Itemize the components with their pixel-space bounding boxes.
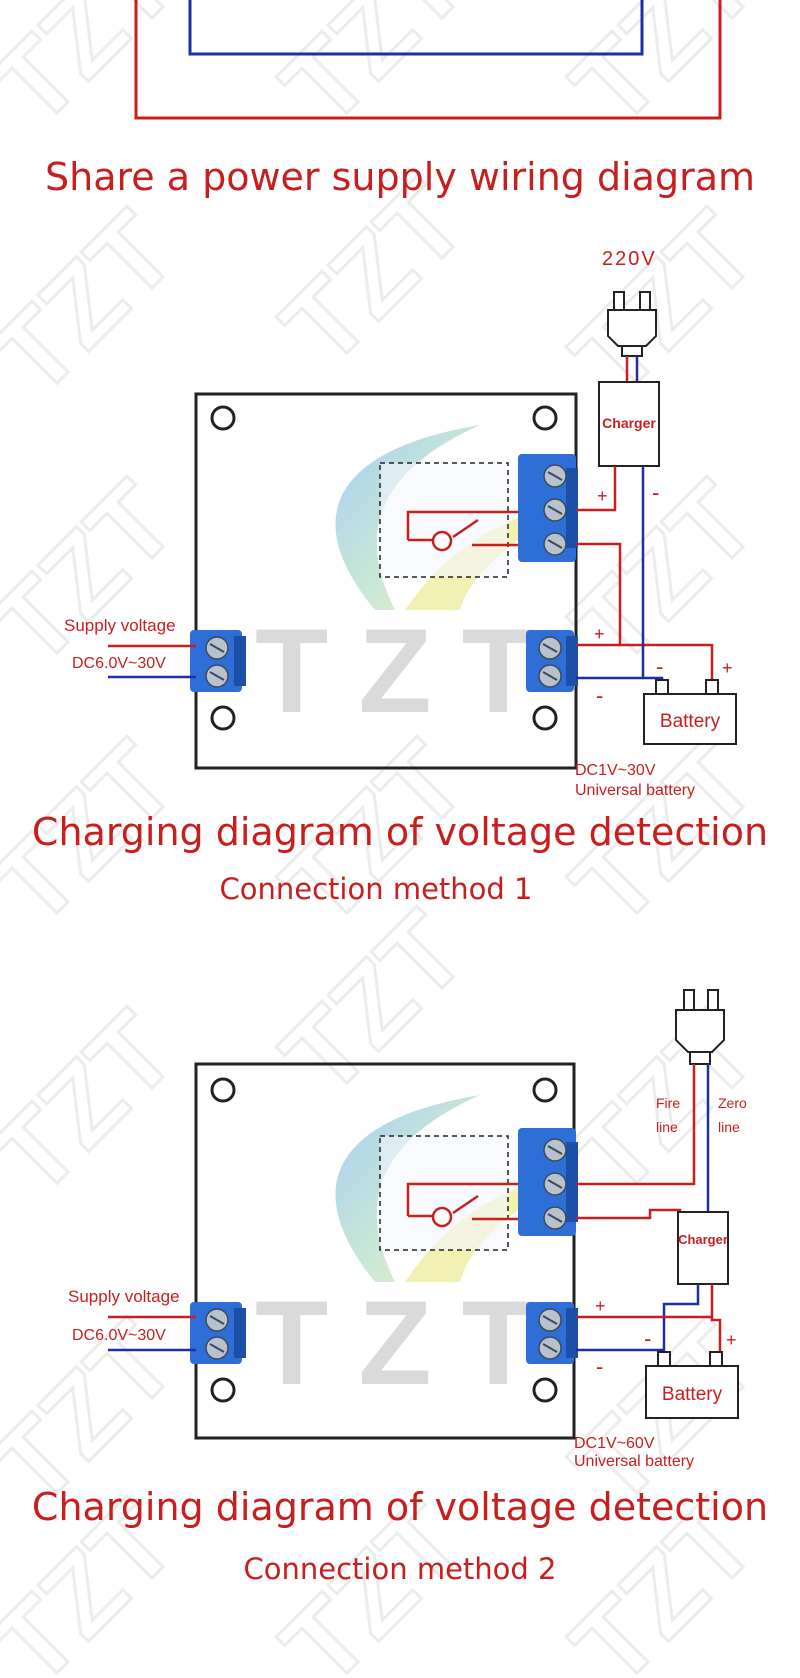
mount-hole (532, 1077, 558, 1103)
top-diagram-fragment (134, 0, 722, 120)
diagram-2-subtitle: Connection method 2 (243, 1552, 557, 1586)
charger-box (598, 381, 660, 467)
zero-line-label: Zero (718, 1095, 747, 1111)
mains-plug (675, 989, 725, 1065)
watermark-tzt-large: TZT (255, 1276, 565, 1410)
mount-hole (532, 405, 558, 431)
battery-label: Battery (662, 1384, 723, 1405)
charger-box (677, 1211, 729, 1285)
battery (645, 1351, 739, 1419)
diagram-1-subtitle: Connection method 1 (219, 872, 533, 906)
minus-sign: - (596, 683, 603, 708)
supply-voltage-label: Supply voltage (68, 1287, 180, 1306)
relay-board (194, 392, 578, 770)
fire-line-label: Fire (656, 1095, 680, 1111)
watermark-tzt: TZT (0, 989, 198, 1219)
detect-terminal (526, 1302, 578, 1364)
watermark-tzt: TZT (259, 889, 489, 1119)
mains-plug (607, 291, 657, 357)
mount-hole (532, 705, 558, 731)
minus-sign: - (652, 480, 659, 505)
relay-contact-box (379, 1135, 509, 1251)
supply-terminal (190, 1302, 246, 1364)
supply-terminal (190, 630, 246, 692)
diagram-1-title: Charging diagram of voltage detection (31, 810, 769, 854)
relay-terminal-3pin (518, 1128, 578, 1236)
minus-sign: - (656, 654, 663, 679)
plus-sign: + (594, 624, 605, 644)
mount-hole (532, 1377, 558, 1403)
mount-hole (210, 1077, 236, 1103)
mains-voltage-label: 220V (602, 248, 657, 270)
zero-line-label: line (718, 1119, 740, 1135)
battery-range-label: DC1V~60V (574, 1435, 655, 1452)
relay-contact-box (379, 462, 509, 578)
section-title-shared-supply: Share a power supply wiring diagram (45, 155, 755, 199)
plus-sign: + (726, 1330, 737, 1350)
detect-terminal (526, 630, 578, 692)
plus-sign: + (595, 1296, 606, 1316)
mount-hole (210, 705, 236, 731)
watermark-tzt: TZT (549, 0, 779, 148)
minus-sign: - (596, 1354, 603, 1379)
relay-board (194, 1062, 576, 1440)
charger-label: Charger (602, 415, 656, 431)
diagram-2: Fire line Zero line Charger Supply volta… (68, 989, 747, 1470)
charger-label: Charger (678, 1232, 728, 1247)
battery (643, 679, 737, 745)
watermark-tzt: TZT (549, 459, 779, 689)
battery-label: Battery (660, 711, 721, 732)
watermark-tzt: TZT (0, 0, 198, 148)
plus-sign: + (722, 658, 733, 678)
supply-range-label: DC6.0V~30V (72, 655, 166, 672)
watermark-tzt: TZT (259, 0, 489, 148)
plus-sign: + (597, 486, 608, 506)
supply-voltage-label: Supply voltage (64, 616, 176, 635)
minus-sign: - (644, 1326, 651, 1351)
battery-range-label: DC1V~30V (575, 762, 656, 779)
watermark-tzt: TZT (0, 459, 198, 689)
mount-hole (210, 1377, 236, 1403)
watermark-tzt: TZT (549, 189, 779, 419)
mount-hole (210, 405, 236, 431)
watermark-tzt-large: TZT (255, 604, 565, 738)
watermark-tzt: TZT (0, 189, 198, 419)
relay-contact (406, 1182, 555, 1221)
fire-line-label: line (656, 1119, 678, 1135)
relay-terminal-3pin (518, 454, 578, 562)
battery-type-label: Universal battery (574, 1453, 694, 1470)
relay-contact (406, 510, 555, 547)
diagram-1: 220V Charger Supply voltage DC6.0V~30V B… (64, 248, 737, 799)
diagram-2-title: Charging diagram of voltage detection (31, 1485, 769, 1529)
battery-type-label: Universal battery (575, 782, 695, 799)
supply-range-label: DC6.0V~30V (72, 1327, 166, 1344)
